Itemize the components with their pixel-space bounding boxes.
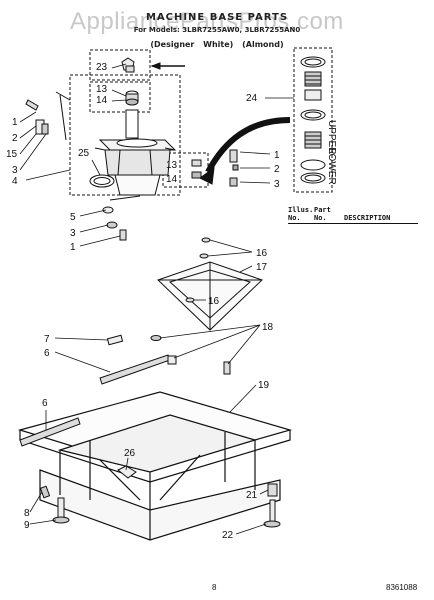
left-clip-parts (25, 91, 71, 141)
motor-transmission-assembly (94, 109, 177, 196)
callout-14: 14 (96, 95, 108, 106)
part-18-clips (150, 335, 231, 375)
curved-arrow (205, 117, 291, 174)
callout-24: 24 (246, 93, 258, 104)
callout-16: 16 (256, 248, 268, 259)
callout-3-left: 3 (12, 165, 18, 176)
color-line: (Designer White) (Almond) (150, 40, 284, 49)
callout-18: 18 (262, 322, 274, 333)
dashed-box-23 (89, 49, 151, 81)
model-line: For Models: 3LBR7255AW0, 3LBR7255AN0 (133, 26, 301, 34)
callout-1-lower: 1 (70, 242, 76, 253)
parts-legend-header: Illus. Part No. No. DESCRIPTION (288, 206, 418, 224)
callout-26: 26 (124, 448, 136, 459)
lower-left-parts (102, 195, 141, 241)
callout-13: 13 (96, 84, 108, 95)
legend-illus-label: Illus. (288, 206, 314, 214)
document-code: 8361088 (386, 583, 418, 592)
part-17-support-frame (157, 261, 263, 331)
watermark: AppliancePartsPros.com (70, 8, 344, 35)
part-6-upper-rail (99, 354, 171, 385)
callout-23: 23 (96, 62, 108, 73)
right-bolts (229, 149, 239, 187)
callout-22: 22 (222, 530, 234, 541)
callout-3-lower: 3 (70, 228, 76, 239)
callout-5: 5 (70, 212, 76, 223)
part-19-machine-base (17, 391, 293, 541)
dashed-box-13-14 (89, 81, 151, 113)
callout-17: 17 (256, 262, 268, 273)
callout-6-upper: 6 (44, 348, 50, 359)
part-26-bracket (117, 465, 137, 479)
callout-numbers: 23 13 14 1 2 15 3 4 25 13 14 24 1 2 3 5 … (6, 62, 280, 541)
part-7-clip (106, 334, 124, 346)
callout-19: 19 (258, 380, 270, 391)
callout-15: 15 (6, 149, 18, 160)
callout-1-right: 1 (274, 150, 280, 161)
part-13-14-right (191, 159, 202, 179)
part-25-seal (89, 174, 115, 188)
legend-illus-no: No. (288, 214, 301, 222)
legend-rule (288, 223, 418, 224)
left-leveling-leg (39, 485, 70, 524)
callout-8: 8 (24, 508, 30, 519)
page-number: 8 (212, 583, 217, 592)
kit-24-box (293, 47, 333, 193)
part-6-lower-rail (19, 417, 81, 447)
part-23-cap (121, 57, 135, 73)
leader-lines (19, 63, 294, 535)
callout-13-right: 13 (166, 160, 178, 171)
callout-9: 9 (24, 520, 30, 531)
callout-21: 21 (246, 490, 258, 501)
callout-16-inner: 16 (208, 296, 220, 307)
part-13-14-bearing (125, 90, 139, 106)
callout-3-right: 3 (274, 179, 280, 190)
callout-4: 4 (12, 176, 18, 187)
callout-6-lower: 6 (42, 398, 48, 409)
kit-label-upper: UPPER (326, 120, 337, 154)
callout-1-left: 1 (12, 117, 18, 128)
kit-24-parts (300, 56, 326, 184)
callout-2-left: 2 (12, 133, 18, 144)
callout-14-right: 14 (166, 174, 178, 185)
legend-description: DESCRIPTION (344, 214, 391, 222)
callout-7: 7 (44, 334, 50, 345)
page-title: MACHINE BASE PARTS (145, 12, 289, 23)
legend-part-label: Part (314, 206, 331, 214)
legend-part-no: No. (314, 214, 327, 222)
kit-label-lower: LOWER (326, 148, 337, 185)
callout-25: 25 (78, 148, 90, 159)
callout-2-right: 2 (274, 164, 280, 175)
right-leveling-leg (263, 483, 281, 528)
